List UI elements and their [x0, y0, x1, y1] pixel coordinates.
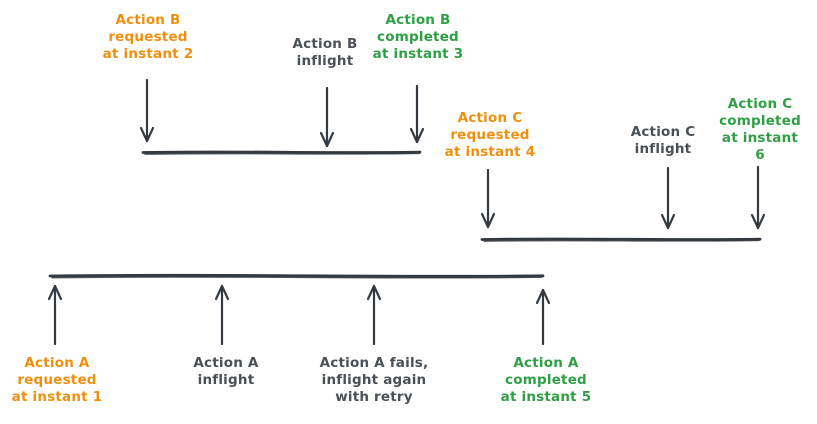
label-action-a-retry: Action A fails, inflight again with retr… [319, 355, 429, 405]
arrow-c-requested [480, 168, 496, 229]
timeline-action-a [48, 273, 545, 279]
arrow-b-inflight [319, 86, 335, 148]
label-action-c-completed: Action C completed at instant 6 [719, 96, 801, 163]
label-action-b-completed: Action B completed at instant 3 [372, 12, 464, 62]
arrow-c-inflight [660, 166, 676, 230]
arrow-a-retry [366, 284, 382, 346]
label-action-b-inflight: Action B inflight [292, 36, 358, 69]
arrow-b-requested [139, 78, 155, 143]
label-action-a-requested: Action A requested at instant 1 [11, 355, 103, 405]
label-action-a-inflight: Action A inflight [193, 355, 259, 388]
timeline-action-c [480, 237, 762, 242]
arrow-a-inflight [214, 284, 230, 346]
label-action-b-requested: Action B requested at instant 2 [102, 12, 194, 62]
label-action-a-completed: Action A completed at instant 5 [500, 355, 592, 405]
label-action-c-inflight: Action C inflight [630, 124, 696, 157]
arrow-a-requested [47, 284, 63, 346]
arrow-a-completed [535, 288, 551, 346]
arrow-c-completed [750, 165, 766, 230]
arrow-b-completed [409, 84, 425, 144]
timeline-action-b [141, 150, 422, 155]
label-action-c-requested: Action C requested at instant 4 [444, 110, 536, 160]
